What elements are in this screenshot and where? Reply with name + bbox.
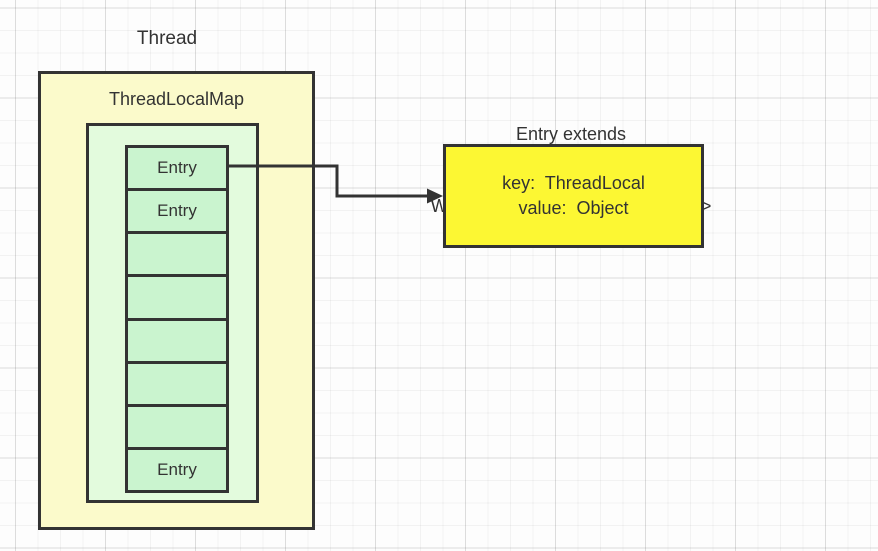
entry-cell — [128, 320, 226, 364]
entry-cell — [128, 363, 226, 407]
entry-cell — [128, 277, 226, 321]
entry-stack: Entry Entry Entry — [125, 145, 229, 493]
entry-cell — [128, 234, 226, 278]
threadlocalmap-title: ThreadLocalMap — [108, 89, 245, 109]
entry-extends-note-line1: Entry extends — [515, 124, 627, 144]
entry-cell — [128, 406, 226, 450]
entry-cell: Entry — [128, 148, 226, 192]
entry-key-line: key: ThreadLocal — [502, 173, 645, 193]
entry-detail-box: key: ThreadLocal value: Object — [443, 144, 704, 248]
entry-cell: Entry — [128, 449, 226, 490]
thread-label: Thread — [136, 28, 198, 49]
entry-cell: Entry — [128, 191, 226, 235]
entry-value-line: value: Object — [518, 198, 629, 218]
